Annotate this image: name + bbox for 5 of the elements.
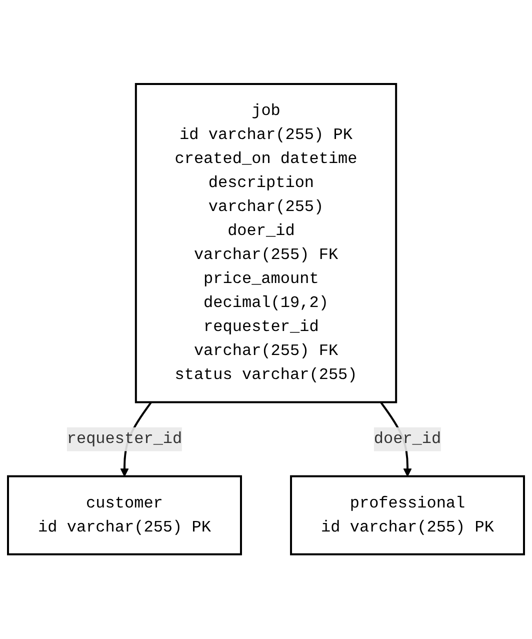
edge-label: requester_id — [66, 430, 182, 449]
edge-label: doer_id — [374, 430, 442, 449]
node-box: professional id varchar(255) PK — [290, 476, 525, 556]
node-box: job id varchar(255) PK created_on datetime description varchar(255) doer_id varchar(255) FK price_amount decimal(19,2) requester_id varchar(255) FK status varchar(255) — [134, 83, 398, 404]
node-box: customer id varchar(255) PK — [7, 476, 242, 556]
